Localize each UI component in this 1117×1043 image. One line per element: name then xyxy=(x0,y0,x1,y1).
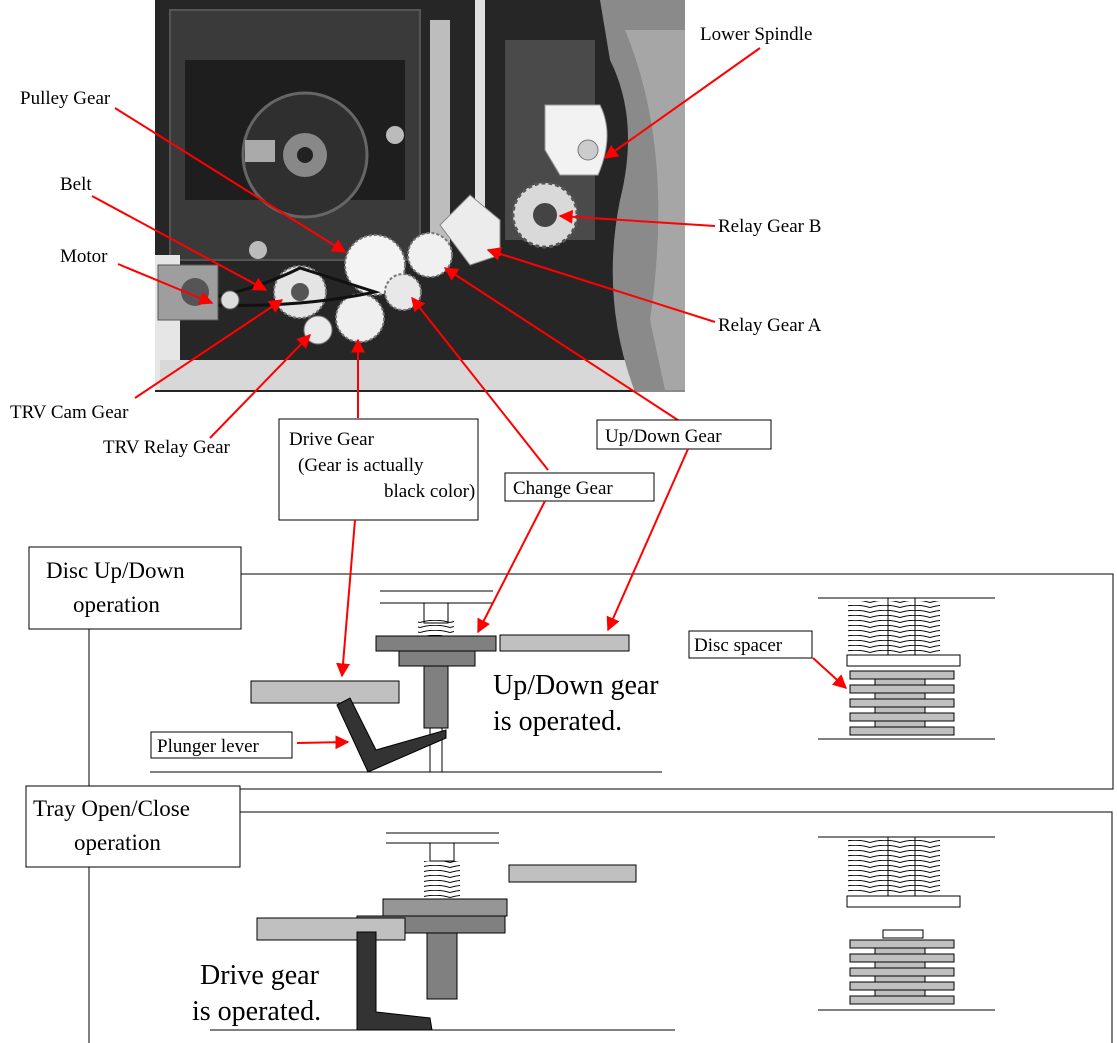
drive-gear-box: Drive Gear (Gear is actually black color… xyxy=(278,418,479,521)
box-arrows xyxy=(336,448,689,678)
disc-status-2: is operated. xyxy=(493,706,622,737)
disc-panel-title-1: Disc Up/Down xyxy=(46,558,185,583)
tray-panel-title-1: Tray Open/Close xyxy=(33,796,190,821)
drive-gear-note-1: (Gear is actually xyxy=(298,455,424,476)
label-belt: Belt xyxy=(60,174,92,195)
up-down-gear-box: Up/Down Gear xyxy=(596,419,772,450)
change-gear-label: Change Gear xyxy=(513,478,613,499)
tray-open-close-panel: Tray Open/Close operation Drive gear is … xyxy=(25,785,1113,1043)
photo-arrows xyxy=(91,47,761,471)
tray-status-1: Drive gear xyxy=(200,960,320,991)
label-trv-cam-gear: TRV Cam Gear xyxy=(10,402,129,423)
label-relay-gear-b: Relay Gear B xyxy=(718,216,821,237)
tray-panel-title-2: operation xyxy=(74,830,161,855)
disc-status-1: Up/Down gear xyxy=(493,670,659,701)
drive-gear-title: Drive Gear xyxy=(289,429,375,450)
change-gear-box: Change Gear xyxy=(504,472,655,502)
label-pulley-gear: Pulley Gear xyxy=(20,88,111,109)
label-lower-spindle: Lower Spindle xyxy=(700,24,812,45)
disc-spacer-label: Disc spacer xyxy=(694,635,783,656)
mechanism-photo xyxy=(155,0,685,392)
disc-panel-title-2: operation xyxy=(73,592,160,617)
label-motor: Motor xyxy=(60,246,108,267)
plunger-lever-label: Plunger lever xyxy=(157,736,260,757)
label-trv-relay-gear: TRV Relay Gear xyxy=(103,437,231,458)
drive-gear-note-2: black color) xyxy=(384,481,475,502)
label-relay-gear-a: Relay Gear A xyxy=(718,315,822,336)
up-down-gear-label: Up/Down Gear xyxy=(605,426,722,447)
disc-up-down-panel: Disc Up/Down operation Plunger lever Up/… xyxy=(28,546,1114,790)
tray-status-2: is operated. xyxy=(192,996,321,1027)
